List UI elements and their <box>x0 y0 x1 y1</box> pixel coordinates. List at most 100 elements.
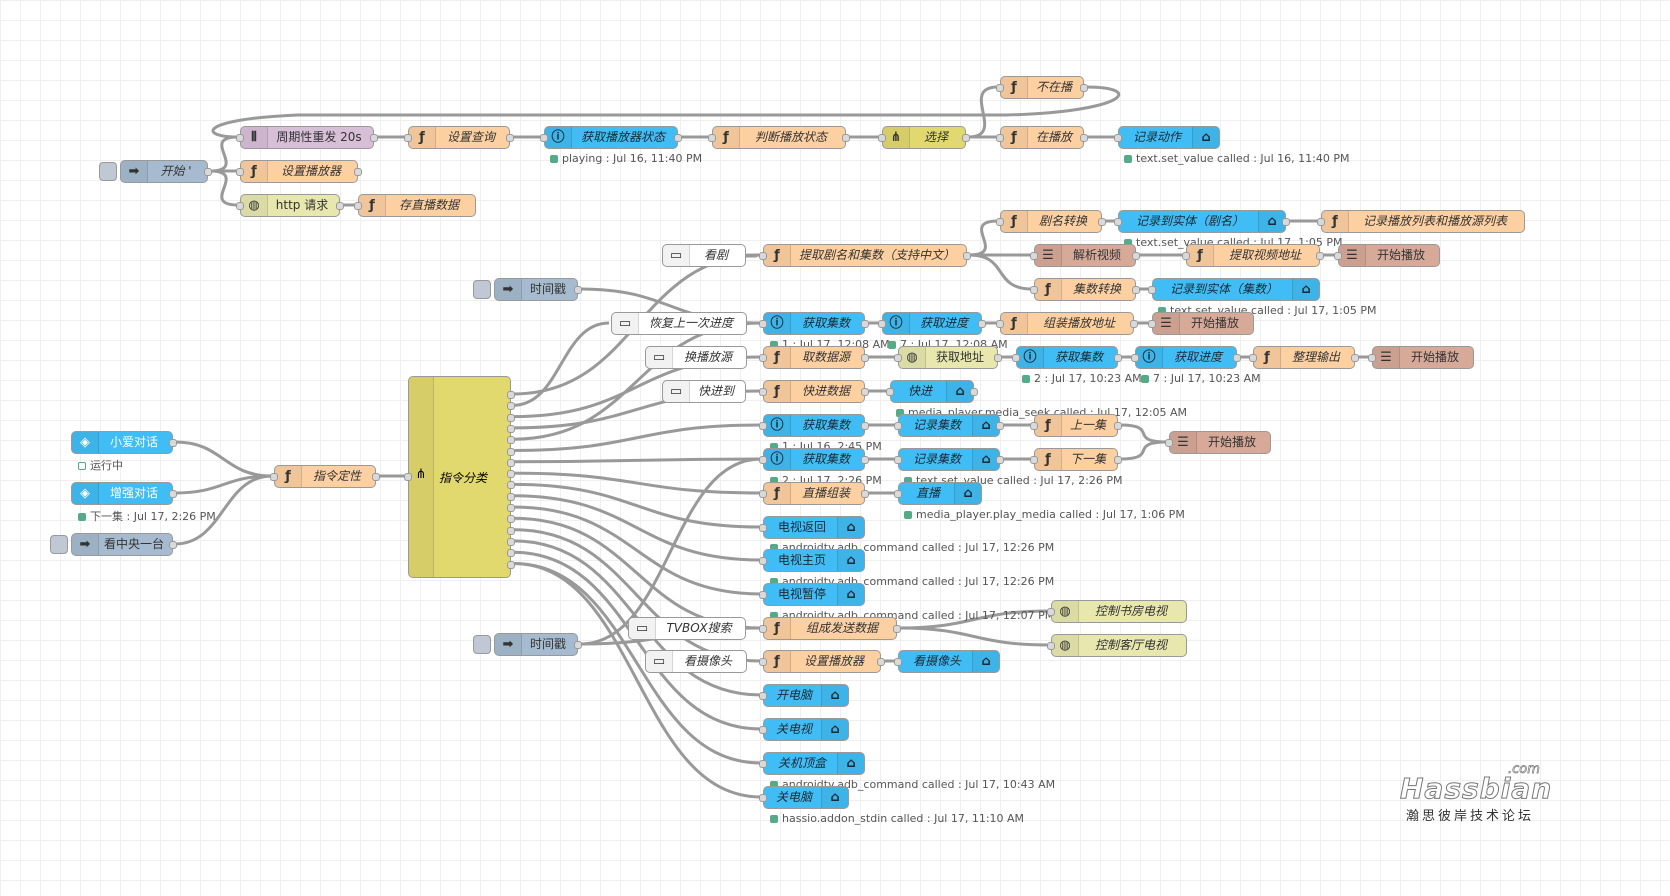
input-port[interactable] <box>1047 608 1055 616</box>
flow-node-n4[interactable]: ◍http 请求 <box>236 194 344 217</box>
input-port[interactable] <box>404 473 412 481</box>
output-port[interactable] <box>978 320 986 328</box>
input-port[interactable] <box>996 134 1004 142</box>
input-port[interactable] <box>759 591 767 599</box>
flow-node-n23[interactable]: ➡时间戳 <box>473 278 582 301</box>
flow-node-n31[interactable]: ◍获取地址 <box>894 346 1002 369</box>
input-port[interactable] <box>878 134 886 142</box>
output-port[interactable] <box>507 458 515 467</box>
output-port[interactable] <box>1132 252 1140 260</box>
flow-node-n38[interactable]: ⌂快进 <box>886 380 978 403</box>
input-port[interactable] <box>1182 252 1190 260</box>
flow-node-n24[interactable]: ▭恢复上一次进度 <box>611 312 747 335</box>
output-port[interactable] <box>336 202 344 210</box>
input-port[interactable] <box>759 692 767 700</box>
flow-node-n16[interactable]: ⌂记录到实体（剧名） <box>1114 210 1290 233</box>
flow-node-n1[interactable]: ➡开始 ' <box>99 160 212 183</box>
input-port[interactable] <box>894 658 902 666</box>
output-port[interactable] <box>574 641 582 649</box>
output-port[interactable] <box>506 134 514 142</box>
output-port[interactable] <box>507 515 515 524</box>
input-port[interactable] <box>1249 354 1257 362</box>
input-port[interactable] <box>236 134 244 142</box>
output-port[interactable] <box>1114 456 1122 464</box>
flow-node-n65[interactable]: ➡看中央一台 <box>50 533 177 556</box>
flow-node-n28[interactable]: ☰开始播放 <box>1148 312 1254 335</box>
flow-node-n61[interactable]: ⌂关机顶盒 <box>759 752 865 775</box>
input-port[interactable] <box>1030 286 1038 294</box>
output-port[interactable] <box>1316 252 1324 260</box>
input-port[interactable] <box>759 524 767 532</box>
output-port[interactable] <box>507 470 515 479</box>
flow-node-n42[interactable]: ☰开始播放 <box>1165 431 1271 454</box>
output-port[interactable] <box>507 526 515 535</box>
flow-node-n13[interactable]: ▭看剧 <box>662 244 746 267</box>
output-port[interactable] <box>507 549 515 558</box>
output-port[interactable] <box>169 541 177 549</box>
flow-node-n49[interactable]: ⌂电视主页 <box>759 549 865 572</box>
input-port[interactable] <box>996 84 1004 92</box>
output-port[interactable] <box>507 481 515 490</box>
input-port[interactable] <box>894 456 902 464</box>
output-port[interactable] <box>1351 354 1359 362</box>
flow-node-n18[interactable]: ☰解析视频 <box>1030 244 1140 267</box>
input-port[interactable] <box>894 490 902 498</box>
flow-node-n40[interactable]: ⌂记录集数 <box>894 414 1004 437</box>
input-port[interactable] <box>759 760 767 768</box>
flow-node-n29[interactable]: ▭换播放源 <box>645 346 747 369</box>
input-port[interactable] <box>1334 252 1342 260</box>
output-port[interactable] <box>507 504 515 512</box>
input-port[interactable] <box>708 134 716 142</box>
output-port[interactable] <box>1233 354 1241 362</box>
input-port[interactable] <box>1030 456 1038 464</box>
input-port[interactable] <box>236 168 244 176</box>
flow-node-n20[interactable]: ☰开始播放 <box>1334 244 1440 267</box>
flow-node-n2[interactable]: ⫴周期性重发 20s <box>236 126 378 149</box>
output-port[interactable] <box>507 413 515 422</box>
flow-node-n58[interactable]: ⌂看摄像头 <box>894 650 1000 673</box>
flow-node-n50[interactable]: ⌂电视暂停 <box>759 583 865 606</box>
output-port[interactable] <box>970 388 978 396</box>
input-port[interactable] <box>1317 218 1325 226</box>
inject-button[interactable] <box>50 535 68 554</box>
output-port[interactable] <box>507 560 515 569</box>
output-port[interactable] <box>1114 422 1122 430</box>
output-port[interactable] <box>1080 84 1088 92</box>
input-port[interactable] <box>1131 354 1139 362</box>
flow-node-n44[interactable]: ⌂记录集数 <box>894 448 1004 471</box>
input-port[interactable] <box>894 422 902 430</box>
output-port[interactable] <box>994 354 1002 362</box>
inject-button[interactable] <box>473 280 491 299</box>
inject-button[interactable] <box>473 635 491 654</box>
output-port[interactable] <box>169 490 177 498</box>
flow-node-n52[interactable]: ▭TVBOX搜索 <box>628 617 746 640</box>
output-port[interactable] <box>169 439 177 447</box>
flow-node-n63[interactable]: ◈小爱对话 <box>71 431 177 454</box>
flow-node-n22[interactable]: ⌂记录到实体（集数） <box>1148 278 1320 301</box>
flow-node-n56[interactable]: ▭看摄像头 <box>645 650 747 673</box>
input-port[interactable] <box>759 625 767 633</box>
output-port[interactable] <box>372 473 380 481</box>
output-port[interactable] <box>842 134 850 142</box>
input-port[interactable] <box>759 794 767 802</box>
input-port[interactable] <box>1114 134 1122 142</box>
output-port[interactable] <box>507 436 515 445</box>
input-port[interactable] <box>996 320 1004 328</box>
output-port[interactable] <box>204 168 212 176</box>
input-port[interactable] <box>1030 422 1038 430</box>
